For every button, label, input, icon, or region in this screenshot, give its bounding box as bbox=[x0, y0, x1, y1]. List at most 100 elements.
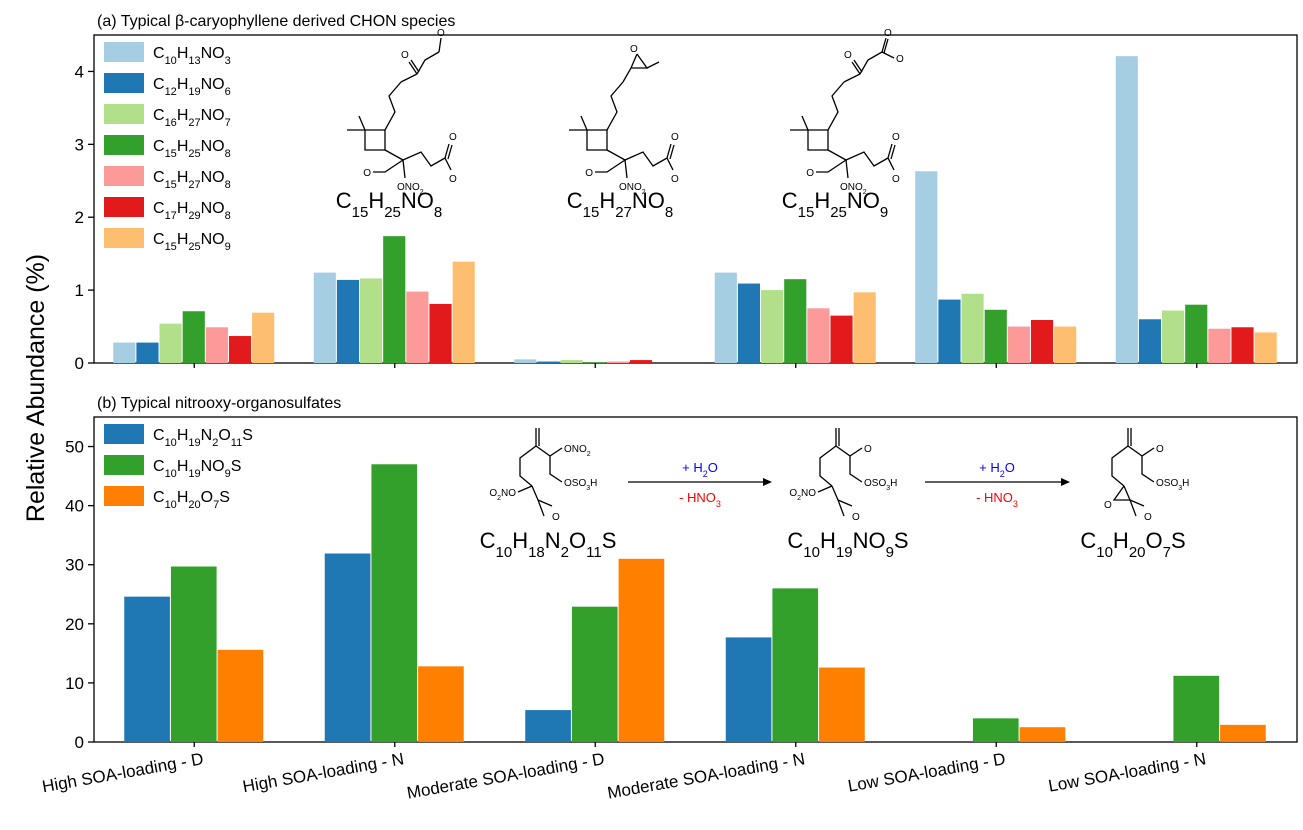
bar bbox=[807, 308, 830, 363]
bar bbox=[1019, 727, 1066, 742]
bar bbox=[170, 566, 217, 742]
bar bbox=[418, 666, 464, 742]
bar bbox=[205, 327, 228, 363]
bar bbox=[784, 279, 807, 363]
bond bbox=[1112, 485, 1130, 501]
bond bbox=[819, 445, 837, 487]
bond bbox=[1129, 499, 1137, 517]
structure-atom-label: O bbox=[630, 44, 638, 55]
bond bbox=[1141, 447, 1155, 457]
bond bbox=[887, 157, 895, 171]
bar bbox=[113, 342, 136, 363]
x-tick-label: Moderate SOA-loading - D bbox=[405, 749, 606, 802]
structure-formula: C10H18N2O11S bbox=[480, 528, 617, 561]
bond bbox=[835, 445, 863, 483]
bond bbox=[845, 151, 889, 167]
bond bbox=[624, 151, 668, 167]
bond bbox=[410, 59, 420, 73]
legend-swatch bbox=[104, 424, 144, 444]
structure-atom-label: OSO3H bbox=[1156, 478, 1189, 492]
bond bbox=[595, 159, 626, 173]
bond bbox=[1127, 445, 1155, 483]
structure-atom-label: O bbox=[671, 132, 679, 143]
y-tick-label: 1 bbox=[75, 281, 84, 300]
arrow-head bbox=[1061, 478, 1070, 486]
bar bbox=[159, 323, 182, 363]
y-tick-label: 4 bbox=[75, 62, 84, 81]
bar bbox=[324, 553, 371, 742]
bar bbox=[1231, 327, 1254, 363]
bond bbox=[666, 143, 672, 159]
bar bbox=[915, 171, 938, 363]
bond bbox=[537, 499, 553, 507]
bar bbox=[360, 278, 383, 363]
bond bbox=[816, 159, 847, 173]
legend-label: C15H25NO8 bbox=[153, 138, 231, 160]
structure-atom-label: ONO2 bbox=[397, 182, 424, 196]
bond bbox=[837, 499, 853, 507]
structure-atom-label: O bbox=[864, 444, 872, 455]
structure-atom-label: O bbox=[1104, 500, 1112, 511]
legend-label: C16H27NO7 bbox=[153, 107, 231, 129]
structure-atom-label: O bbox=[806, 168, 814, 179]
bond bbox=[535, 445, 563, 483]
x-tick-label: High SOA-loading - D bbox=[41, 749, 205, 796]
bond bbox=[364, 129, 386, 151]
bar bbox=[406, 291, 429, 363]
bar bbox=[1030, 320, 1054, 363]
legend-swatch bbox=[104, 104, 144, 124]
structure-atom-label: O bbox=[437, 28, 445, 39]
reaction-arrow: + H2O- HNO3 bbox=[925, 460, 1070, 509]
bar bbox=[1115, 56, 1138, 363]
legend-swatch bbox=[104, 166, 144, 186]
bond bbox=[669, 144, 675, 160]
bond bbox=[853, 59, 863, 73]
structure-atom-label: O bbox=[892, 132, 900, 143]
bar bbox=[961, 293, 984, 363]
bar bbox=[452, 261, 475, 363]
plot-frame bbox=[93, 416, 1298, 743]
bond bbox=[845, 159, 849, 179]
bond bbox=[801, 115, 809, 131]
structure-formula: C10H19NO9S bbox=[787, 528, 908, 561]
structure-atom-label: ONO2 bbox=[564, 444, 591, 458]
bond bbox=[519, 445, 537, 487]
bar bbox=[1162, 310, 1185, 363]
panel-title: (a) Typical β-caryophyllene derived CHON… bbox=[97, 13, 455, 30]
y-tick-label: 30 bbox=[65, 556, 84, 575]
bond bbox=[549, 447, 563, 457]
structure-atom-label: OSO3H bbox=[564, 478, 597, 492]
y-tick-label: 40 bbox=[65, 497, 84, 516]
bar bbox=[714, 272, 737, 363]
bar bbox=[737, 283, 761, 363]
bond bbox=[384, 81, 402, 131]
y-tick-label: 10 bbox=[65, 674, 84, 693]
y-tick-label: 0 bbox=[75, 733, 84, 752]
structure-atom-label: OSO3H bbox=[864, 478, 897, 492]
bar bbox=[583, 362, 606, 363]
bar bbox=[938, 299, 961, 363]
bond bbox=[827, 149, 847, 161]
legend-label: C10H19N2O11S bbox=[153, 427, 253, 449]
reaction-arrow: + H2O- HNO3 bbox=[628, 460, 772, 509]
bar bbox=[252, 312, 275, 363]
bar bbox=[1185, 304, 1208, 363]
structure-atom-label: O bbox=[585, 168, 593, 179]
bond bbox=[580, 115, 588, 131]
legend-swatch bbox=[104, 42, 144, 62]
bond bbox=[831, 485, 839, 501]
structure-atom-label: O bbox=[896, 54, 904, 65]
legend-label: C10H13NO3 bbox=[153, 45, 231, 67]
bond bbox=[666, 157, 674, 171]
bond bbox=[402, 159, 406, 179]
bar bbox=[618, 558, 665, 742]
bond bbox=[444, 143, 450, 159]
legend-label: C10H19NO9S bbox=[153, 458, 241, 480]
bond bbox=[373, 159, 404, 173]
plot-frame bbox=[93, 34, 1298, 364]
bond bbox=[837, 499, 845, 517]
bond bbox=[402, 151, 446, 167]
